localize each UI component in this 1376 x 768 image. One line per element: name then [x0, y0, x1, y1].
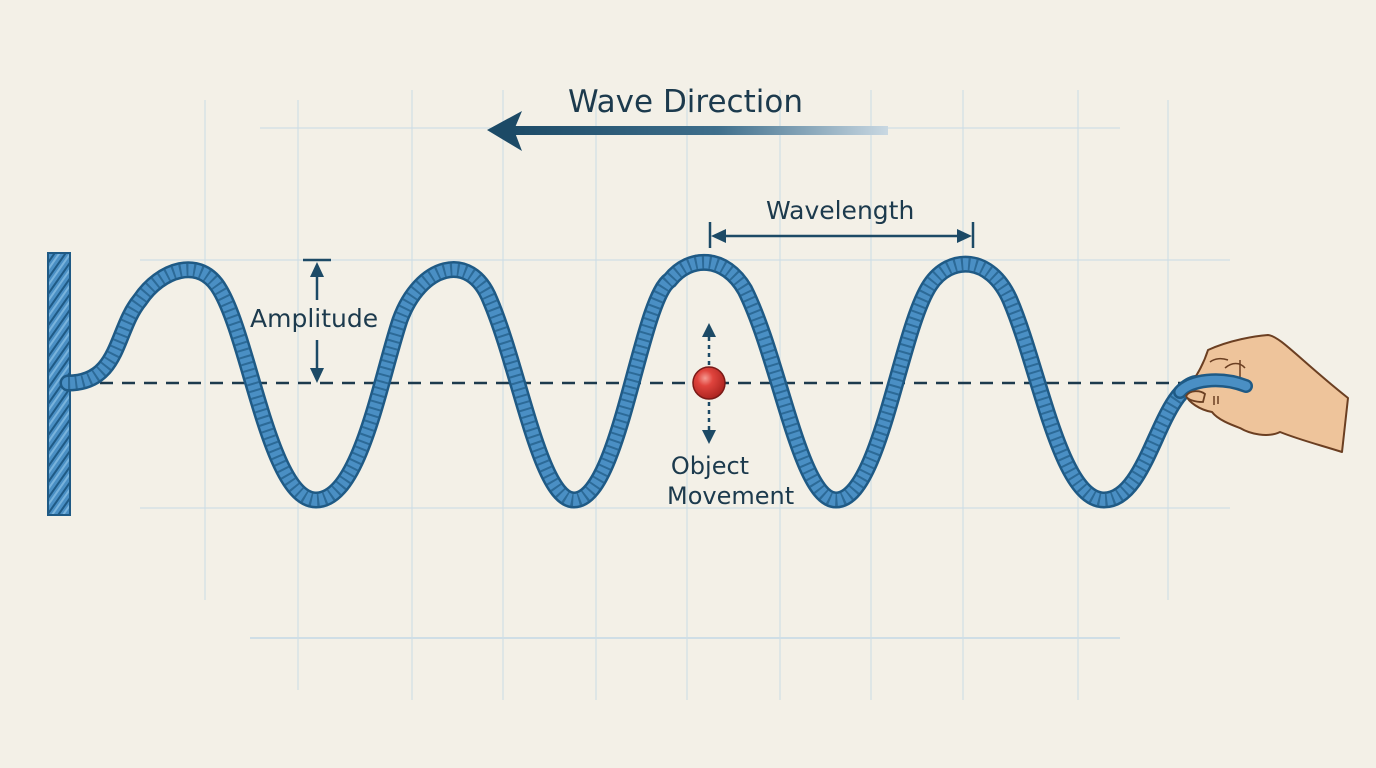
- double-arrow-icon: [711, 229, 726, 243]
- object-label-line1: Object: [670, 452, 750, 480]
- arrow-left-icon: [510, 126, 888, 135]
- wave-direction-arrow: [487, 111, 888, 151]
- ball-icon: [692, 366, 726, 400]
- grid: [140, 90, 1230, 700]
- page-title: Wave Direction: [568, 84, 803, 120]
- wavelength-label: Wavelength: [766, 196, 915, 225]
- wavelength-arrow: [708, 222, 975, 248]
- object-label-line2: Movement: [667, 482, 795, 510]
- vertical-arrow-icon: [702, 323, 716, 337]
- rope-wave: [59, 253, 1249, 509]
- amplitude-arrow: [303, 258, 331, 383]
- hand-icon: [1185, 334, 1349, 453]
- object-movement-label: Object Movement: [667, 451, 795, 511]
- amplitude-label: Amplitude: [250, 304, 379, 333]
- object-movement-arrow: [702, 323, 716, 444]
